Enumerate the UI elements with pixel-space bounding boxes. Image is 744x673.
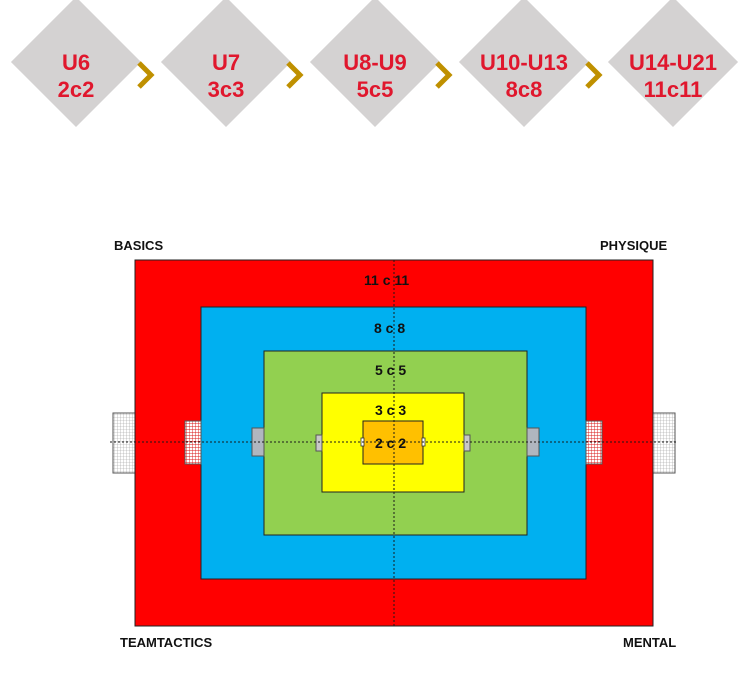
chevron-right-icon xyxy=(435,61,453,89)
corner-label-physique: PHYSIQUE xyxy=(600,238,668,253)
step-age: U10-U13 xyxy=(479,50,569,75)
step-u8-u9: U8-U9 5c5 xyxy=(310,50,440,104)
goal-11c11-left xyxy=(112,412,136,474)
step-format: 5c5 xyxy=(356,77,394,102)
goal-11c11-right xyxy=(652,412,676,474)
goal-3c3-right xyxy=(463,434,471,452)
step-format: 3c3 xyxy=(207,77,245,102)
goal-5c5-right xyxy=(526,427,540,457)
step-age: U6 xyxy=(61,50,91,75)
step-format: 2c2 xyxy=(57,77,95,102)
step-u14-u21: U14-U21 11c11 xyxy=(608,50,738,104)
step-u7: U7 3c3 xyxy=(161,50,291,104)
field-label-11c11: 11 c 11 xyxy=(364,272,410,288)
field-label-5c5: 5 c 5 xyxy=(375,362,407,378)
chevron-right-icon xyxy=(585,61,603,89)
corner-label-basics: BASICS xyxy=(114,238,164,253)
chevron-right-icon xyxy=(286,61,304,89)
field-label-8c8: 8 c 8 xyxy=(374,320,406,336)
chevron-right-icon xyxy=(137,61,155,89)
step-u6: U6 2c2 xyxy=(11,50,141,104)
step-age: U14-U21 xyxy=(628,50,718,75)
step-format: 8c8 xyxy=(505,77,543,102)
step-age: U8-U9 xyxy=(343,50,407,75)
step-format: 11c11 xyxy=(643,77,703,102)
goal-3c3-left xyxy=(315,434,323,452)
field-label-3c3: 3 c 3 xyxy=(375,402,407,418)
corner-label-mental: MENTAL xyxy=(623,635,677,650)
step-age: U7 xyxy=(211,50,241,75)
step-u10-u13: U10-U13 8c8 xyxy=(459,50,589,104)
field-label-2c2: 2 c 2 xyxy=(375,435,407,451)
corner-label-teamtactics: TEAMTACTICS xyxy=(120,635,213,650)
goal-8c8-left xyxy=(184,420,202,465)
